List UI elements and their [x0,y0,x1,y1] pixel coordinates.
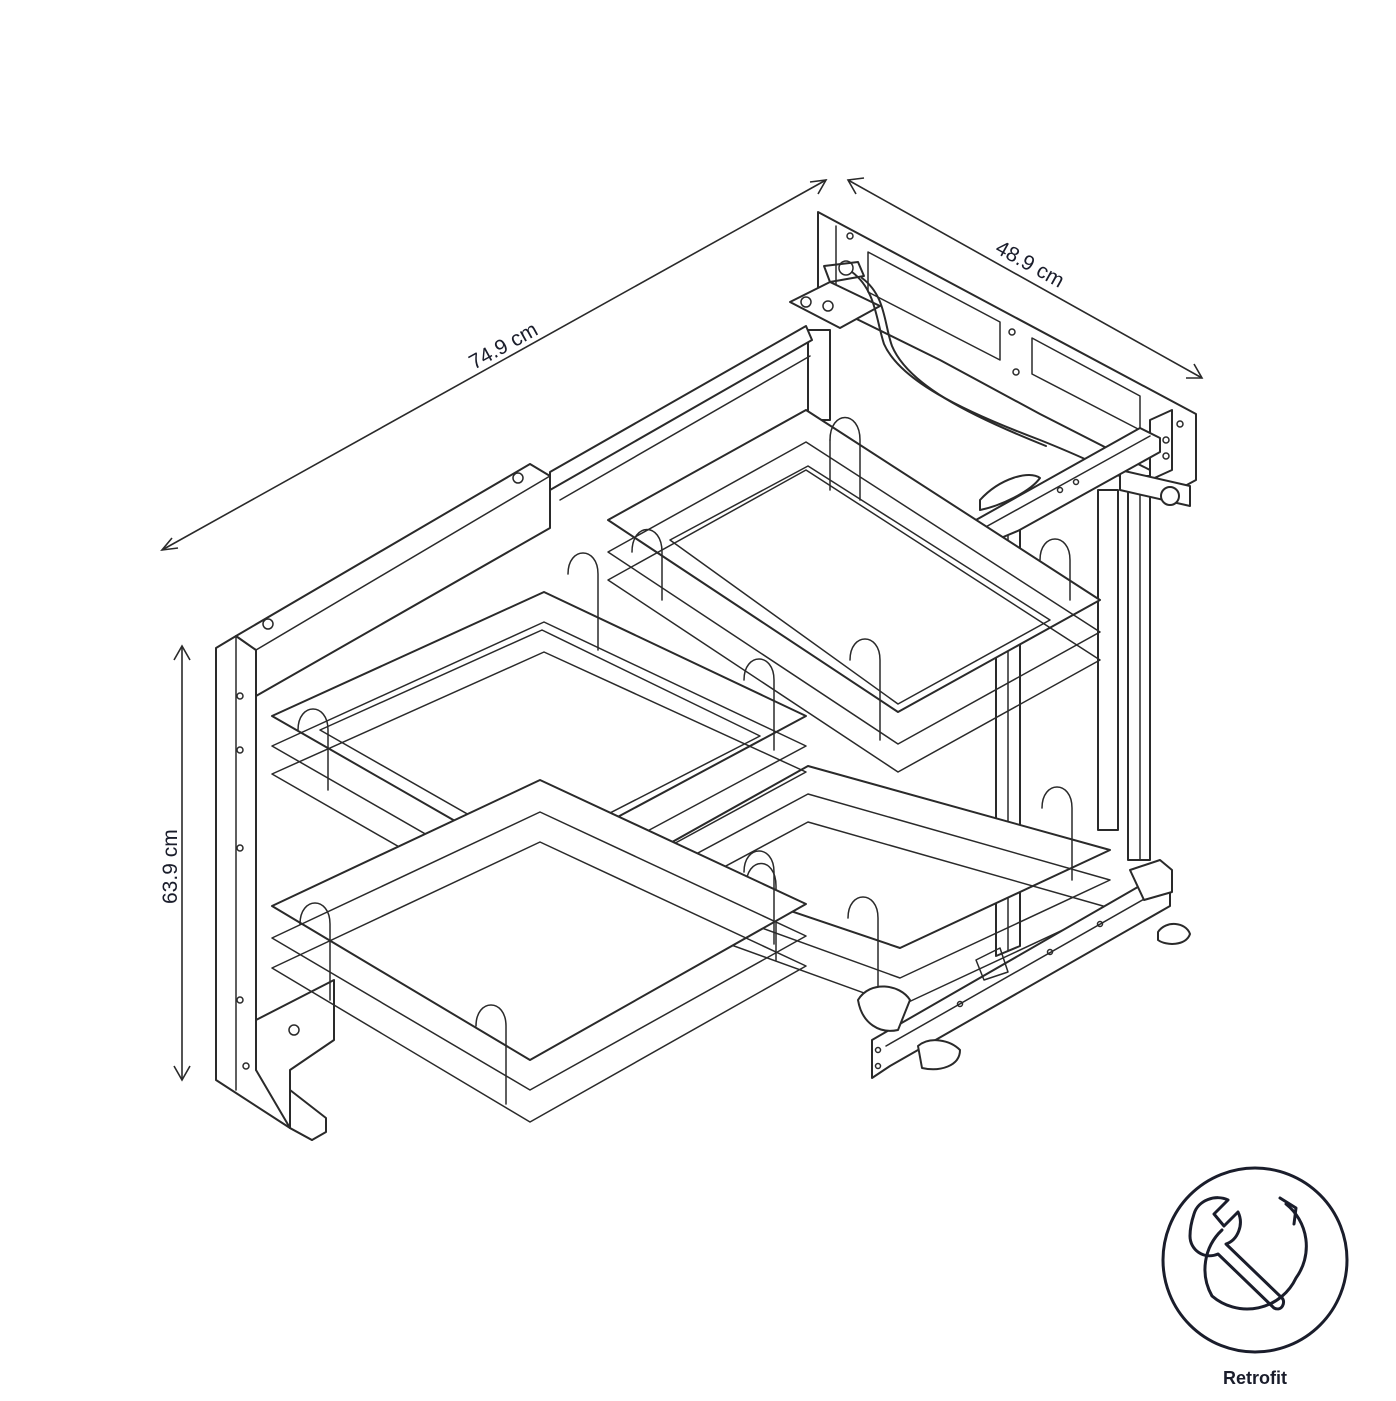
dimension-width-label: 74.9 cm [465,318,541,374]
dimension-width-line [161,179,827,551]
dimension-height: 63.9 cm [159,644,191,1082]
badge-circle [1161,1166,1349,1354]
dimension-height-arrow-end [173,1065,191,1082]
wrench-rotate-icon [1188,1196,1308,1311]
lower-pullout-rail [857,859,1191,1079]
dimension-width-arrow-start [160,537,179,552]
dimension-depth-line [847,179,1203,379]
dimension-height-label: 63.9 cm [159,829,182,904]
badge-label: Retrofit [1223,1368,1287,1388]
dimension-depth-label: 48.9 cm [992,236,1068,292]
basket-upper-right [607,409,1101,773]
top-left-rail [235,325,813,697]
basket-lower-right [639,765,1111,1007]
basket-lower-left [271,779,807,1123]
retrofit-badge: Retrofit [1161,1166,1349,1388]
dimension-depth-arrow-end [1186,363,1204,379]
dimension-depth-arrow-start [846,177,865,195]
dimension-height-arrow-start [173,644,191,661]
dimension-width-arrow-end [809,179,828,195]
